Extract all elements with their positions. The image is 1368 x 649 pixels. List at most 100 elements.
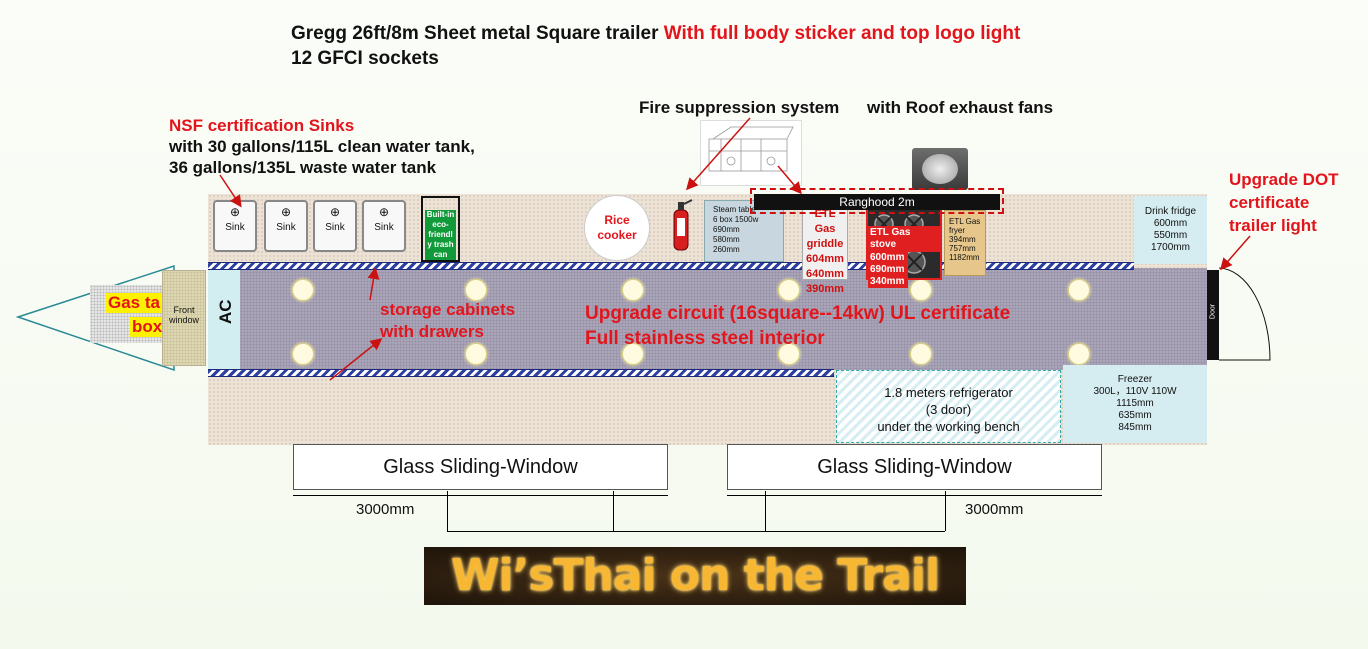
gas-stove-line: 690mm [868,264,908,276]
sign-support [765,491,766,531]
fryer-line: ETL Gas [949,217,981,226]
griddle-line: 640mm [806,268,844,280]
ceiling-light [465,279,487,301]
freezer-line: Freezer [1117,374,1153,385]
ranghood-label: Ranghood 2m [754,194,1000,210]
steam-table-line: 260mm [713,245,740,254]
sinks-note-heading: NSF certification Sinks [169,116,355,135]
freezer-line: 635mm [1118,410,1152,421]
aisle [240,268,1207,370]
dimension-left: 3000mm [356,501,415,518]
freezer-line: 1115mm [1116,398,1154,409]
arrow-sinks [219,174,242,208]
faucet-icon: ⊕ [280,205,292,219]
storage-label: storage cabinets with drawers [380,299,515,343]
sinks-note: NSF certification Sinks with 30 gallons/… [169,115,475,178]
sink: ⊕ Sink [362,200,406,252]
sink-label: Sink [225,222,245,233]
door: Door [1207,270,1219,360]
ceiling-light [1068,343,1090,365]
sign-support-bar [447,531,945,532]
griddle-line: griddle [806,238,844,250]
ceiling-light [622,279,644,301]
fan-icon [922,154,958,184]
glass-sliding-window-right: Glass Sliding-Window [727,444,1102,490]
trash-can-line: y trash [427,240,454,249]
refrigerator-line: (3 door) [925,402,972,417]
gas-stove-title: ETL Gas stove [868,226,940,252]
logo-sign: Wi’sThai on the Trail [424,547,966,605]
door-swing-arc [1218,267,1271,361]
exhaust-fan-image [912,148,968,190]
ceiling-light [910,343,932,365]
drink-fridge-line: 1700mm [1151,242,1190,253]
ceiling-light [622,343,644,365]
sinks-note-line2: 36 gallons/135L waste water tank [169,158,437,177]
griddle-line: 390mm [806,283,844,295]
gas-stove-line: 600mm [868,252,908,264]
freezer-line: 300L，110V 110W [1093,386,1177,397]
sink-label: Sink [374,222,394,233]
arrow-fire-suppression [686,117,751,191]
refrigerator-line: 1.8 meters refrigerator [884,385,1013,400]
arrow-dot [1220,235,1251,271]
drink-fridge-line: 550mm [1153,230,1188,241]
sign-support [613,491,614,531]
freezer: Freezer 300L，110V 110W 1115mm 635mm 845m… [1063,365,1207,443]
title-red: With full body sticker and top logo ligh… [663,23,1021,44]
dimension-line-left [293,495,668,496]
sink-label: Sink [325,222,345,233]
arrow-storage-bottom [329,338,383,381]
rice-cooker-line2: cooker [597,228,637,242]
trash-can-line: can [433,250,448,259]
storage-line1: storage cabinets [380,300,516,319]
refrigerator-line: under the working bench [877,419,1020,434]
steam-table-line: 580mm [713,235,740,244]
dot-note-line3: trailer light [1229,216,1317,235]
griddle-line: ETL Gas [814,208,836,235]
drink-fridge-line: 600mm [1153,218,1188,229]
fryer-line: fryer [949,226,965,235]
trash-can-line: friendl [428,230,453,239]
fryer-line: 394mm [949,235,976,244]
fire-suppression-label: Fire suppression system [639,98,840,117]
gas-tank-label-1: Gas ta [106,293,162,313]
rice-cooker: Rice cooker [584,195,650,261]
gas-griddle: ETL Gas griddle 604mm 640mm 390mm [802,202,848,295]
ceiling-light [1068,279,1090,301]
trash-can-line: eco- [432,220,449,229]
page-title: Gregg 26ft/8m Sheet metal Square trailer… [291,22,1020,45]
front-window-label-2: window [168,315,199,325]
trash-can-line: Built-in [426,210,455,219]
circuit-label: Upgrade circuit (16square--14kw) UL cert… [585,301,1010,351]
dimension-line-right [727,495,1102,496]
faucet-icon: ⊕ [229,205,241,219]
fryer-line: 757mm [949,244,976,253]
sign-support [945,491,946,531]
dimension-right: 3000mm [965,501,1024,518]
front-window-label-1: Front [173,305,195,315]
sign-support [447,491,448,531]
glass-sliding-window-left: Glass Sliding-Window [293,444,668,490]
steam-table-line: 690mm [713,225,740,234]
gas-tank-box: Gas ta box [90,285,165,343]
drink-fridge-line: Drink fridge [1144,206,1197,217]
gas-fryer: ETL Gas fryer 394mm 757mm 1182mm [944,210,986,276]
rice-cooker-line1: Rice [604,213,630,227]
trash-can: Built-in eco- friendl y trash can [421,196,460,262]
title-black: Gregg 26ft/8m Sheet metal Square trailer [291,23,659,44]
title-line2: 12 GFCI sockets [291,48,439,69]
gas-tank-label-2: box [130,317,165,337]
fire-extinguisher-icon [673,199,693,251]
sink-label: Sink [276,222,296,233]
roof-exhaust-label: with Roof exhaust fans [867,98,1054,117]
ceiling-light [292,343,314,365]
storage-line2: with drawers [380,322,484,341]
sink: ⊕ Sink [213,200,257,252]
ceiling-light [778,279,800,301]
dot-note: Upgrade DOT certificate trailer light [1229,168,1339,237]
arrow-storage-top [367,267,380,301]
dot-note-line1: Upgrade DOT [1229,170,1339,189]
circuit-line1: Upgrade circuit (16square--14kw) UL cert… [585,303,1011,324]
